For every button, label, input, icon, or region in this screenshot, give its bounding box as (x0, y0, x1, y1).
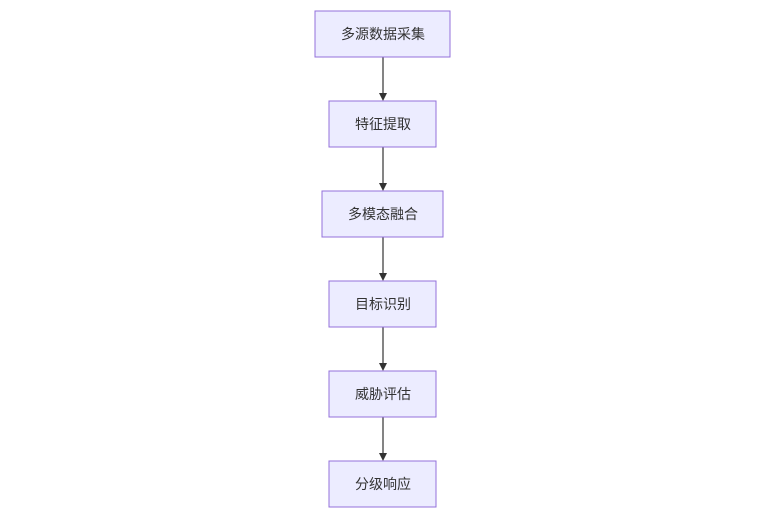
node-feature-extraction: 特征提取 (328, 100, 437, 148)
node-label: 多模态融合 (348, 206, 418, 223)
node-label: 特征提取 (355, 117, 411, 133)
edge-n5-n6 (379, 417, 387, 461)
node-multimodal-fusion: 多模态融合 (321, 190, 444, 238)
edge-n1-n2 (379, 57, 387, 101)
node-label: 威胁评估 (355, 387, 411, 403)
node-label: 多源数据采集 (341, 26, 425, 43)
node-label: 分级响应 (355, 476, 411, 493)
node-target-recognition: 目标识别 (328, 280, 437, 328)
edge-n2-n3 (379, 147, 387, 191)
node-threat-assessment: 威胁评估 (328, 370, 437, 418)
edge-n3-n4 (379, 237, 387, 281)
node-label: 目标识别 (355, 297, 411, 313)
node-data-collection: 多源数据采集 (314, 10, 451, 58)
node-tiered-response: 分级响应 (328, 460, 437, 508)
edge-n4-n5 (379, 327, 387, 371)
